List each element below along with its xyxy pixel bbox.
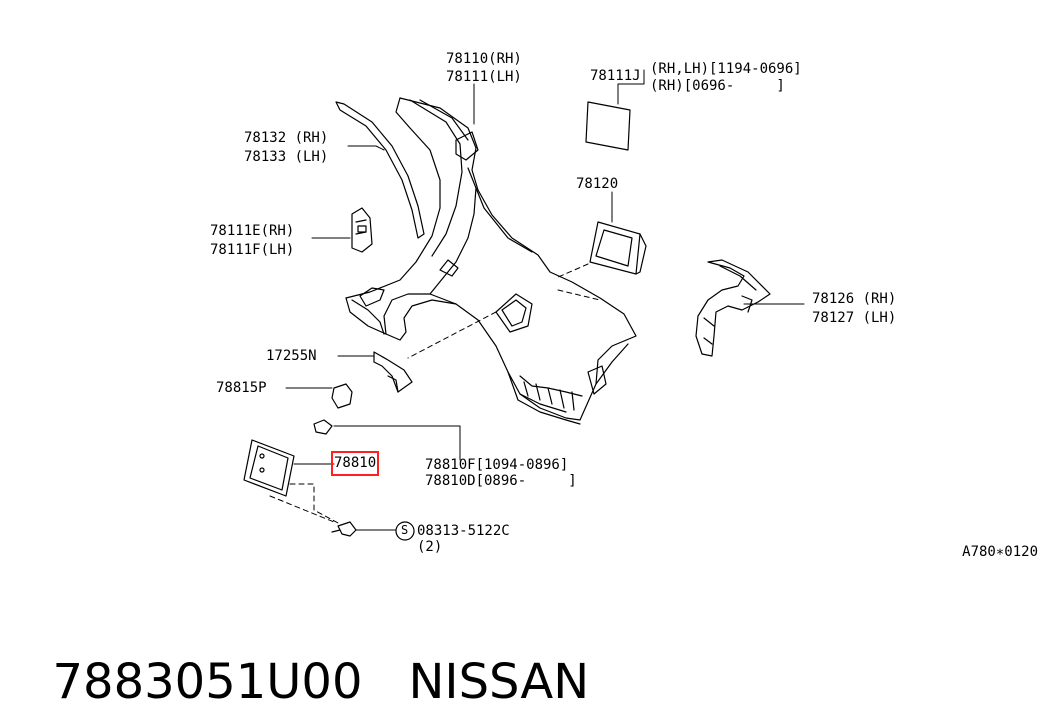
callout-78111J-note2: (RH)[0696- ] (650, 78, 785, 94)
parts-diagram (243, 69, 805, 541)
callout-78120: 78120 (576, 176, 619, 192)
bracket-78111E (351, 207, 373, 253)
diagram-code: A780∗0120 (962, 544, 1038, 560)
callout-78133: 78133 (LH) (244, 149, 329, 165)
callout-78815P: 78815P (216, 380, 267, 396)
rear-quarter-panel (345, 97, 637, 425)
screw-symbol-circle (395, 521, 415, 541)
leader-lines (285, 69, 805, 531)
footer-title: 7883051U00 NISSAN (22, 598, 590, 710)
callout-78111: 78111(LH) (446, 69, 522, 85)
callout-08313: 08313-5122C (417, 523, 510, 539)
callout-78810D: 78810D[0896- ] (425, 473, 577, 489)
callout-08313-qty: (2) (417, 539, 443, 555)
dashed-guides (269, 263, 601, 525)
brand-name: NISSAN (408, 654, 590, 710)
callout-78132: 78132 (RH) (244, 130, 329, 146)
clip-78815P (331, 383, 353, 409)
callout-17255N: 17255N (266, 348, 317, 364)
callout-78111E: 78111E(RH) (210, 223, 295, 239)
callout-78111J: 78111J (590, 68, 641, 84)
callout-78810-highlighted[interactable]: 78810 (330, 451, 380, 476)
bumper-stop (313, 419, 333, 435)
callout-78126: 78126 (RH) (812, 291, 897, 307)
screw-symbol-letter: S (401, 523, 409, 537)
callout-78810F: 78810F[1094-0896] (425, 457, 569, 473)
screw-08313 (331, 521, 357, 537)
callout-78127: 78127 (LH) (812, 310, 897, 326)
wheel-arch-strip (335, 101, 425, 239)
callout-78111J-note1: (RH,LH)[1194-0696] (650, 61, 802, 77)
bracket-17255N (373, 351, 413, 393)
patch-78111J (585, 101, 631, 151)
inner-panel-78126 (695, 259, 771, 357)
part-number: 7883051U00 (52, 654, 363, 710)
callout-78111F: 78111F(LH) (210, 242, 295, 258)
pocket-78120 (589, 221, 647, 275)
fuel-lid-78810 (243, 439, 295, 497)
callout-78110: 78110(RH) (446, 51, 522, 67)
